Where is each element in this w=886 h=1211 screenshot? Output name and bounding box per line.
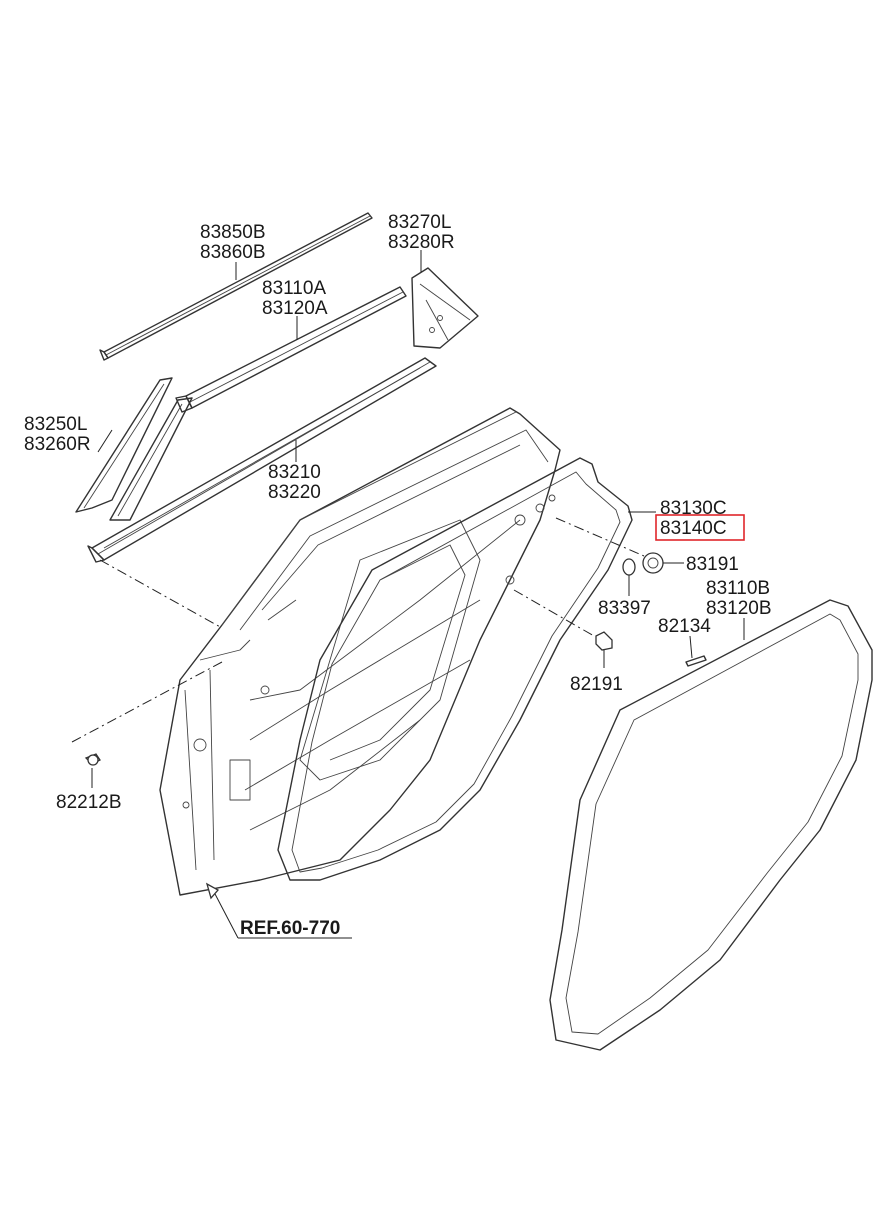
door-panel (159, 407, 561, 896)
door-weatherstrip-part[interactable] (277, 457, 633, 881)
body-weatherstrip-part[interactable] (549, 599, 873, 1051)
bumper-82191-part[interactable] (595, 631, 613, 651)
screw-82212b-part[interactable] (84, 753, 101, 766)
label-83210: 83210 (268, 462, 321, 483)
grommet-83191-part[interactable] (642, 552, 664, 574)
label-83280r: 83280R (388, 232, 455, 253)
label-83260r: 83260R (24, 434, 91, 455)
label-82212b: 82212B (56, 792, 122, 813)
plug-83397-part[interactable] (622, 558, 636, 576)
corner-garnish-part[interactable] (75, 377, 193, 521)
highlight-box-83140c (655, 514, 745, 541)
label-83220: 83220 (268, 482, 321, 503)
label-83850b: 83850B (200, 222, 266, 243)
label-ref: REF.60-770 (240, 918, 340, 939)
label-83270l: 83270L (388, 212, 451, 233)
label-83191: 83191 (686, 554, 739, 575)
label-83120b: 83120B (706, 598, 772, 619)
label-83110b: 83110B (706, 578, 770, 599)
label-83130c: 83130C (660, 498, 727, 519)
label-82191: 82191 (570, 674, 623, 695)
label-83250l: 83250L (24, 414, 87, 435)
label-83120a: 83120A (262, 298, 328, 319)
clip-82134-part[interactable] (685, 655, 707, 667)
leader-lines (71, 250, 745, 939)
label-83860b: 83860B (200, 242, 266, 263)
belt-weatherstrip-part[interactable] (87, 357, 437, 563)
label-82134: 82134 (658, 616, 711, 637)
label-83110a: 83110A (262, 278, 326, 299)
label-83397: 83397 (598, 598, 651, 619)
label-83140c: 83140C (660, 518, 727, 539)
drip-moulding-part[interactable] (99, 212, 373, 361)
delta-bracket-part[interactable] (411, 267, 479, 349)
